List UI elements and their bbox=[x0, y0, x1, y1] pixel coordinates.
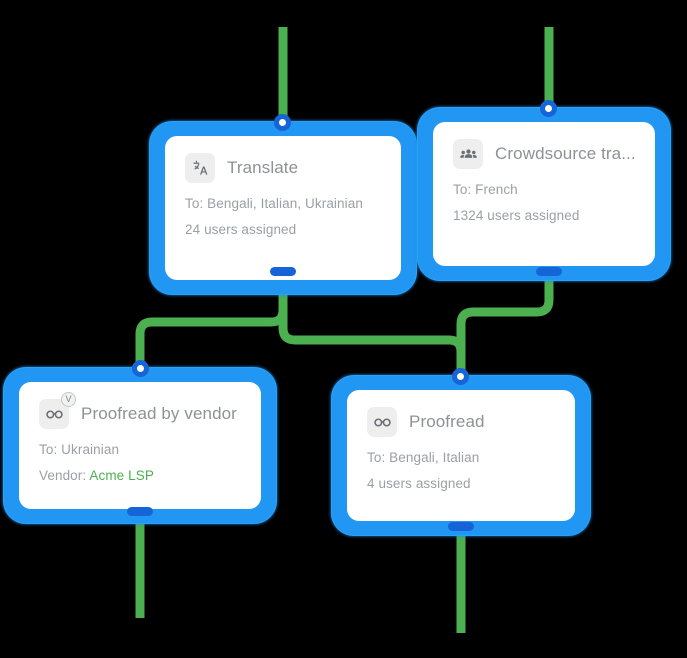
glasses-icon bbox=[367, 407, 397, 437]
node-translate[interactable]: Translate To: Bengali, Italian, Ukrainia… bbox=[150, 114, 416, 294]
group-people-icon bbox=[453, 139, 483, 169]
node-assignment-count: 24 users assigned bbox=[185, 222, 297, 237]
input-port[interactable] bbox=[132, 360, 149, 377]
input-port[interactable] bbox=[452, 368, 469, 385]
node-header: Crowdsource tra... bbox=[453, 139, 635, 169]
node-vendor-row: Vendor: Acme LSP bbox=[39, 468, 241, 483]
node-header: Translate bbox=[185, 153, 381, 183]
glasses-vendor-icon: V bbox=[39, 392, 76, 429]
output-port[interactable] bbox=[536, 267, 562, 276]
output-port[interactable] bbox=[127, 507, 153, 516]
translate-icon bbox=[185, 153, 215, 183]
node-header: V Proofread by vendor bbox=[39, 392, 241, 429]
node-title: Proofread by vendor bbox=[81, 404, 237, 423]
node-target-languages: To: Bengali, Italian, Ukrainian bbox=[185, 196, 363, 211]
node-assignment-count: 4 users assigned bbox=[367, 476, 471, 491]
node-header: Proofread bbox=[367, 407, 555, 437]
node-title: Translate bbox=[227, 158, 299, 177]
node-target-languages: To: French bbox=[453, 182, 518, 197]
node-proofread[interactable]: Proofread To: Bengali, Italian 4 users a… bbox=[332, 368, 590, 535]
input-port[interactable] bbox=[540, 100, 557, 117]
vendor-link[interactable]: Acme LSP bbox=[89, 468, 154, 483]
node-title: Crowdsource tra... bbox=[495, 144, 635, 163]
node-target-languages: To: Ukrainian bbox=[39, 442, 120, 457]
output-port[interactable] bbox=[448, 522, 474, 531]
node-proofread-by-vendor[interactable]: V Proofread by vendor To: Ukrainian Vend… bbox=[4, 360, 276, 523]
vendor-badge: V bbox=[61, 392, 76, 407]
node-card[interactable]: V Proofread by vendor To: Ukrainian Vend… bbox=[19, 382, 261, 509]
output-port[interactable] bbox=[270, 267, 296, 276]
node-card[interactable]: Crowdsource tra... To: French 1324 users… bbox=[433, 122, 655, 266]
node-card[interactable]: Proofread To: Bengali, Italian 4 users a… bbox=[347, 390, 575, 521]
vendor-label: Vendor: bbox=[39, 468, 90, 483]
node-crowdsource[interactable]: Crowdsource tra... To: French 1324 users… bbox=[418, 100, 670, 280]
node-assignment-count: 1324 users assigned bbox=[453, 208, 580, 223]
node-target-languages: To: Bengali, Italian bbox=[367, 450, 480, 465]
input-port[interactable] bbox=[274, 114, 291, 131]
node-card[interactable]: Translate To: Bengali, Italian, Ukrainia… bbox=[165, 136, 401, 280]
edge-crowdsource-to-proofread bbox=[456, 276, 554, 384]
node-title: Proofread bbox=[409, 412, 485, 431]
